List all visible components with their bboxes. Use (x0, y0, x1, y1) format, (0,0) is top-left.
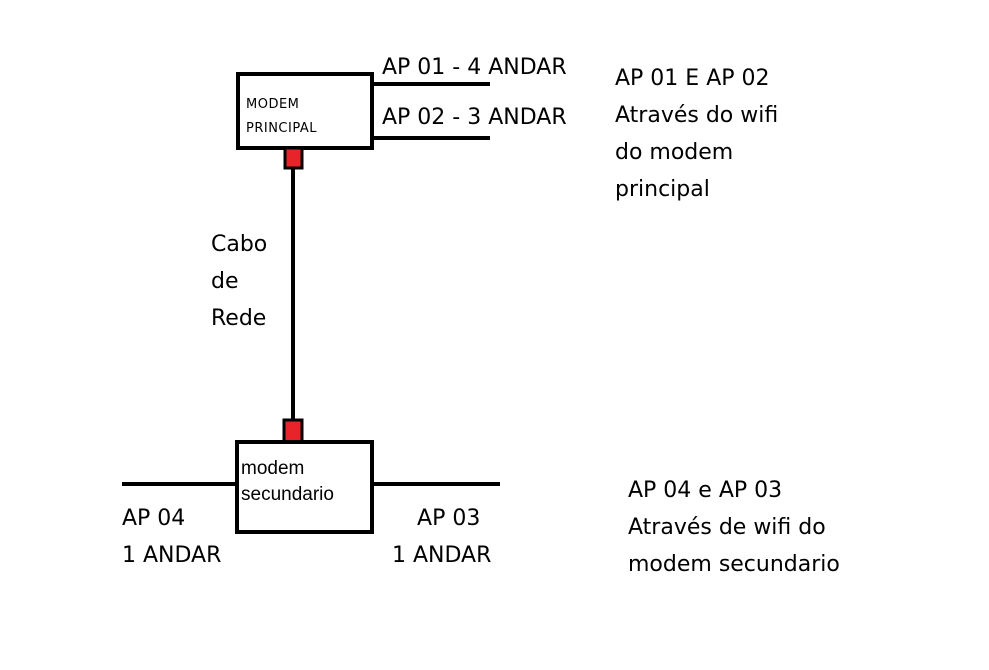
link-ap01-label: AP 01 - 4 ANDAR (382, 55, 567, 80)
link-ap04-label-line2: 1 ANDAR (122, 543, 222, 568)
modem-principal-label-line1: MODEM (246, 97, 300, 112)
note-bottom: AP 04 e AP 03 Através de wifi do modem s… (628, 472, 840, 583)
link-ap02-label: AP 02 - 3 ANDAR (382, 105, 567, 130)
note-top: AP 01 E AP 02 Através do wifi do modem p… (615, 60, 778, 208)
note-top-line2: Através do wifi (615, 103, 779, 128)
modem-secundario-label-line1: modem (241, 458, 305, 479)
modem-principal-label-line2: PRINCIPAL (246, 121, 317, 136)
cable-label-line3: Rede (211, 306, 267, 331)
modem-secundario-label: modem secundario (241, 456, 334, 508)
note-bottom-line1: AP 04 e AP 03 (628, 478, 783, 503)
note-top-line3: do modem (615, 140, 734, 165)
link-ap03-label-line1: AP 03 (417, 506, 481, 531)
note-top-line1: AP 01 E AP 02 (615, 66, 770, 91)
note-bottom-line2: Através de wifi do (628, 515, 826, 540)
modem-secundario-label-line2: secundario (241, 484, 334, 505)
cable-label-line1: Cabo (211, 232, 268, 257)
connector-bottom (282, 418, 304, 444)
connector-top (283, 146, 304, 170)
modem-principal-box (236, 72, 374, 150)
cable-label: Cabo de Rede (211, 226, 267, 337)
link-ap03-label: AP 03 1 ANDAR (392, 500, 491, 574)
modem-secundario-box (235, 440, 374, 534)
modem-principal-label: MODEM PRINCIPAL (246, 93, 317, 141)
cable-label-line2: de (211, 269, 239, 294)
link-ap04-label-line1: AP 04 (122, 506, 186, 531)
note-bottom-line3: modem secundario (628, 552, 840, 577)
link-ap04-label: AP 04 1 ANDAR (122, 500, 221, 574)
note-top-line4: principal (615, 177, 710, 202)
link-ap03-label-line2: 1 ANDAR (392, 543, 492, 568)
